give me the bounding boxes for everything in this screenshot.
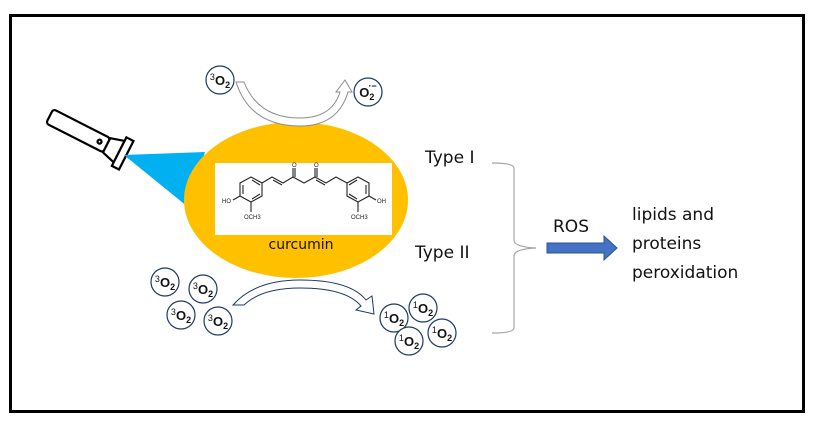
figure-frame	[9, 14, 805, 413]
triplet-oxygen: 3O2	[203, 306, 233, 336]
species-circle	[394, 326, 424, 356]
ros-label: ROS	[553, 217, 589, 237]
species-circle	[203, 306, 233, 336]
carbonyl-o-left: O	[292, 163, 297, 169]
curcumin-structure	[232, 168, 377, 212]
species-formula: 3O2	[171, 307, 191, 325]
triplet-oxygen: 3O2	[188, 274, 218, 304]
species-circle	[150, 267, 180, 297]
triplet-oxygen: 3O2	[166, 300, 196, 330]
type2-curved-arrow	[231, 279, 375, 315]
pathway-bracket	[491, 162, 537, 334]
singlet-oxygen: 1O2	[427, 318, 457, 348]
species-circle	[379, 303, 409, 333]
superoxide-product: O2·−	[353, 77, 383, 107]
compound-label: curcumin	[269, 237, 334, 253]
species-circle	[188, 274, 218, 304]
species-formula: 1O2	[432, 325, 452, 343]
species-formula: 3O2	[208, 313, 228, 331]
species-circle	[427, 318, 457, 348]
hydroxyl-right: OH	[377, 199, 386, 205]
species-circle	[166, 300, 196, 330]
outcome-line-1: lipids and	[632, 205, 714, 225]
flashlight-icon	[45, 109, 135, 171]
species-formula: O2·−	[359, 81, 376, 102]
methoxy-right: OCH3	[351, 215, 368, 221]
species-circle	[205, 65, 235, 95]
species-formula: 1O2	[399, 333, 419, 351]
triplet-oxygen-type1: 3O2	[205, 65, 235, 95]
species-formula: 3O2	[210, 72, 230, 90]
hydroxyl-left: HO	[222, 199, 231, 205]
species-formula: 1O2	[413, 300, 433, 318]
triplet-oxygen: 3O2	[150, 267, 180, 297]
singlet-oxygen: 1O2	[379, 303, 409, 333]
type1-curved-arrow	[235, 79, 353, 127]
outcome-line-3: peroxidation	[632, 263, 738, 283]
methoxy-left: OCH3	[244, 215, 261, 221]
species-circle	[408, 293, 438, 323]
species-formula: 1O2	[384, 310, 404, 328]
molecule-box	[215, 163, 392, 235]
type1-label: Type I	[424, 148, 474, 168]
outcome-line-2: proteins	[632, 234, 701, 254]
species-circle	[353, 77, 383, 107]
species-formula: 3O2	[193, 281, 213, 299]
carbonyl-o-right: O	[314, 163, 319, 169]
type2-label: Type II	[414, 243, 469, 263]
molecule-labels: O O HO OH OCH3 OCH3	[222, 163, 386, 221]
singlet-oxygen: 1O2	[394, 326, 424, 356]
ros-arrow	[546, 234, 618, 262]
species-formula: 3O2	[155, 274, 175, 292]
singlet-oxygen: 1O2	[408, 293, 438, 323]
